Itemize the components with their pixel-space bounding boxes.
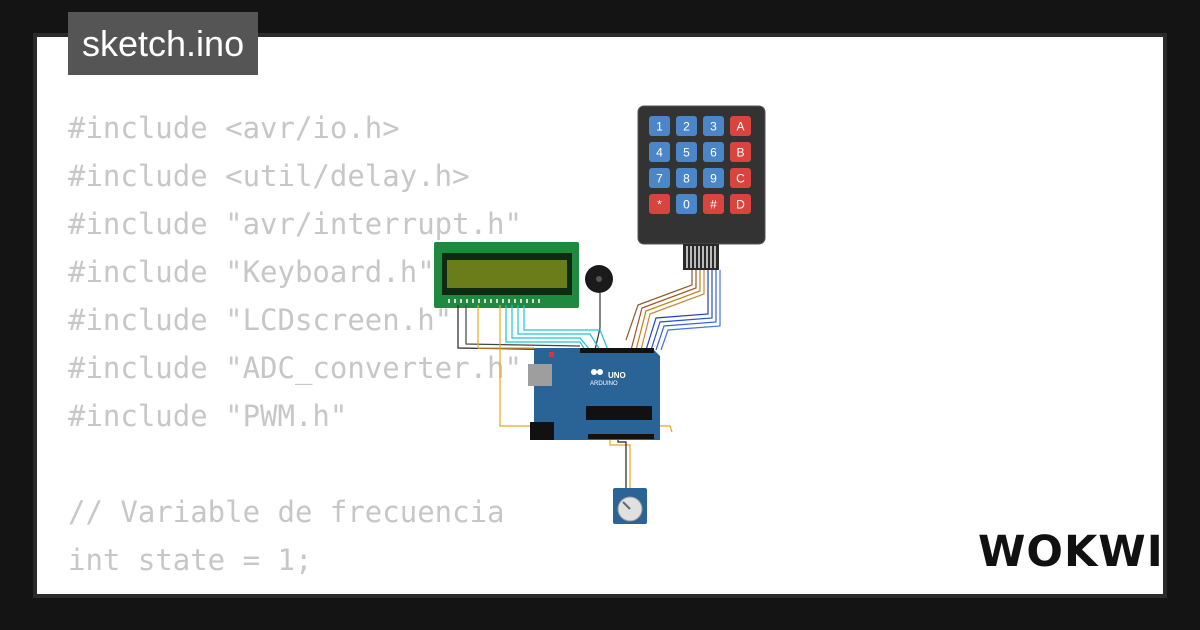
keypad-key xyxy=(703,116,724,136)
file-title: sketch.ino xyxy=(68,12,259,75)
buzzer xyxy=(585,265,613,293)
keypad-key-label: 1 xyxy=(656,120,663,134)
keypad-key-label: B xyxy=(736,146,744,160)
code-line: #include "LCDscreen.h" xyxy=(68,303,453,337)
code-line: #include "PWM.h" xyxy=(68,399,348,433)
code-line: int state = 1; xyxy=(68,543,313,577)
keypad-key xyxy=(730,194,751,214)
wokwi-logo: WOKWI xyxy=(978,527,1164,577)
keypad-key-label: C xyxy=(736,172,745,186)
lcd-display xyxy=(434,242,579,308)
code-line: #include "Keyboard.h" xyxy=(68,255,435,289)
keypad-key xyxy=(676,168,697,188)
keypad-key xyxy=(703,168,724,188)
keypad-key xyxy=(649,142,670,162)
keypad-key xyxy=(703,142,724,162)
keypad-key-label: 5 xyxy=(683,146,690,160)
keypad-key xyxy=(649,194,670,214)
keypad-key-label: 0 xyxy=(683,198,690,212)
potentiometer xyxy=(613,488,647,524)
keypad-key xyxy=(676,116,697,136)
keypad-key-label: * xyxy=(657,198,662,212)
code-line: #include <avr/io.h> xyxy=(68,111,400,145)
keypad-key xyxy=(649,116,670,136)
keypad: 1 2 3 A 4 5 6 B 7 8 9 C * 0 # D xyxy=(637,105,766,270)
keypad-key-label: # xyxy=(710,198,717,212)
keypad-key xyxy=(703,194,724,214)
code-line: int frecuencia = 0; xyxy=(68,584,522,594)
code-line: #include "ADC_converter.h" xyxy=(68,351,522,385)
arduino-model: UNO xyxy=(608,371,626,380)
arduino-brand: ARDUINO xyxy=(590,381,618,387)
keypad-key-label: 3 xyxy=(710,120,717,134)
keypad-key xyxy=(730,168,751,188)
keypad-key-label: 6 xyxy=(710,146,717,160)
code-line: #include <util/delay.h> xyxy=(68,159,470,193)
keypad-key xyxy=(730,142,751,162)
circuit-diagram: 1 2 3 A 4 5 6 B 7 8 9 C * 0 # D xyxy=(434,105,766,524)
keypad-key xyxy=(730,116,751,136)
keypad-key-label: 2 xyxy=(683,120,690,134)
keypad-key-label: D xyxy=(736,198,745,212)
keypad-key-label: 9 xyxy=(710,172,717,186)
code-preview: #include <avr/io.h> #include <util/delay… xyxy=(68,104,522,594)
code-line: #include "avr/interrupt.h" xyxy=(68,207,522,241)
keypad-key xyxy=(676,142,697,162)
keypad-key-label: 7 xyxy=(656,172,663,186)
keypad-key-label: A xyxy=(736,120,744,134)
keypad-key-label: 4 xyxy=(656,146,663,160)
keypad-key xyxy=(676,194,697,214)
code-line: // Variable de frecuencia xyxy=(68,495,505,529)
keypad-key-label: 8 xyxy=(683,172,690,186)
arduino-uno: UNO ARDUINO xyxy=(528,348,660,440)
keypad-key xyxy=(649,168,670,188)
